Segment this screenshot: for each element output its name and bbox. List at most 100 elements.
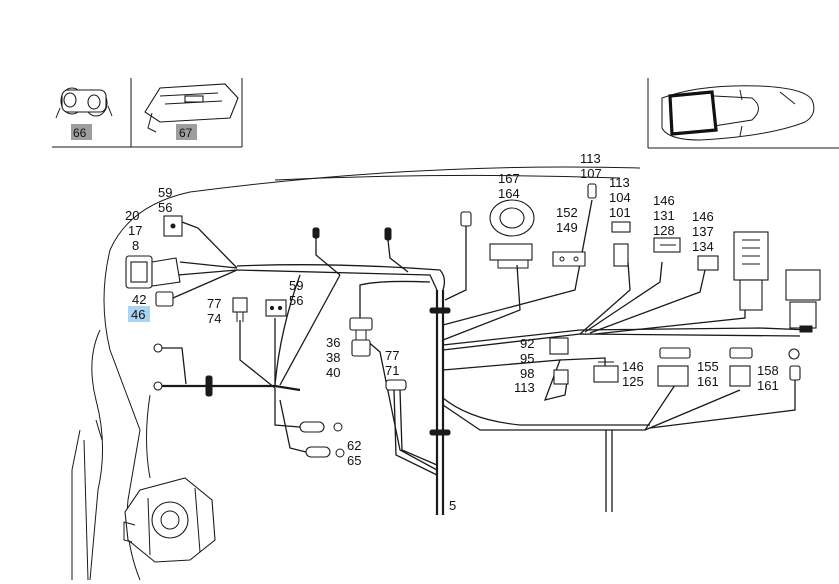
inset-panel-left: 66 67 <box>52 78 243 148</box>
callout-77-71: 77 71 <box>385 348 399 378</box>
svg-text:40: 40 <box>326 365 340 380</box>
svg-text:65: 65 <box>347 453 361 468</box>
svg-text:56: 56 <box>158 200 172 215</box>
svg-text:161: 161 <box>757 378 779 393</box>
svg-text:77: 77 <box>385 348 399 363</box>
part-67-label: 67 <box>179 126 193 140</box>
svg-text:62: 62 <box>347 438 361 453</box>
relay-module-far-right <box>785 269 821 333</box>
sensor-62-65 <box>299 421 345 458</box>
callout-92-95-98-113: 92 95 98 113 <box>514 336 535 395</box>
control-module-right <box>733 231 769 311</box>
connector-146-125 <box>593 361 619 383</box>
svg-text:101: 101 <box>609 205 631 220</box>
part-67-badge <box>176 124 197 140</box>
svg-text:17: 17 <box>128 223 142 238</box>
svg-text:38: 38 <box>326 350 340 365</box>
connector-77-74 <box>232 297 248 322</box>
svg-text:161: 161 <box>697 374 719 389</box>
part-66-badge <box>71 124 92 140</box>
svg-text:125: 125 <box>622 374 644 389</box>
svg-text:113: 113 <box>580 151 601 166</box>
callout-146-131-128: 146 131 128 <box>653 193 675 238</box>
ground-point-alternator-1 <box>153 343 163 353</box>
connector-top-grommet-2 <box>384 227 392 241</box>
connector-77-71 <box>385 379 407 391</box>
inset-panel-right <box>647 78 839 149</box>
fuse-113-107 <box>587 183 597 199</box>
svg-text:149: 149 <box>556 220 578 235</box>
part-67-icon <box>144 83 239 133</box>
svg-text:59: 59 <box>289 278 303 293</box>
svg-text:113: 113 <box>609 175 630 190</box>
callout-113-107: 113 107 <box>580 151 602 181</box>
svg-text:104: 104 <box>609 190 631 205</box>
connector-42-46 <box>155 291 174 307</box>
ground-point-alternator-2 <box>153 381 163 391</box>
svg-text:152: 152 <box>556 205 578 220</box>
callout-46-highlighted: 46 <box>128 306 150 322</box>
svg-text:158: 158 <box>757 363 779 378</box>
callout-155-161: 155 161 <box>697 359 719 389</box>
connector-36-38-40 <box>349 317 373 357</box>
part-66-icon <box>55 87 113 119</box>
main-harness <box>158 199 811 515</box>
callout-77-74: 77 74 <box>207 296 221 326</box>
connector-20-17-8 <box>125 255 181 289</box>
svg-text:5: 5 <box>449 498 456 513</box>
svg-text:128: 128 <box>653 223 675 238</box>
svg-text:36: 36 <box>326 335 340 350</box>
svg-text:134: 134 <box>692 239 714 254</box>
connector-155-161-b <box>729 347 753 387</box>
callout-158-161: 158 161 <box>757 363 779 393</box>
sensor-158-161 <box>788 348 801 381</box>
svg-text:164: 164 <box>498 186 520 201</box>
connector-top-grommet-3 <box>460 211 472 227</box>
svg-text:146: 146 <box>653 193 675 208</box>
svg-text:95: 95 <box>520 351 534 366</box>
svg-text:107: 107 <box>580 166 602 181</box>
part-66-label: 66 <box>73 126 87 140</box>
dashboard-outline <box>71 166 641 581</box>
connector-113-104-101 <box>611 221 631 267</box>
callout-42: 42 <box>132 292 146 307</box>
svg-text:113: 113 <box>514 380 535 395</box>
callout-59-56-mid: 59 56 <box>289 278 303 308</box>
svg-text:20: 20 <box>125 208 139 223</box>
grommet-lower <box>429 429 451 436</box>
svg-text:167: 167 <box>498 171 520 186</box>
svg-text:92: 92 <box>520 336 534 351</box>
connector-146-131-128 <box>653 237 681 253</box>
connector-59-56-mid <box>265 299 287 317</box>
callout-5: 5 <box>449 498 456 513</box>
grommet-upper <box>429 307 451 314</box>
callout-146-137-134: 146 137 134 <box>692 209 714 254</box>
svg-text:155: 155 <box>697 359 719 374</box>
car-door-icon <box>661 85 815 141</box>
svg-text:77: 77 <box>207 296 221 311</box>
connector-92-95-98-113 <box>549 337 569 385</box>
connector-top-grommet-1 <box>312 227 320 239</box>
connector-146-137-134 <box>697 255 719 271</box>
ignition-switch-167-164 <box>489 199 535 269</box>
connector-155-161-a <box>657 347 691 387</box>
connector-59-56-top <box>163 215 183 237</box>
svg-text:146: 146 <box>692 209 714 224</box>
svg-text:74: 74 <box>207 311 221 326</box>
svg-text:46: 46 <box>131 307 145 322</box>
alternator-component <box>123 394 216 563</box>
grommet-left <box>205 375 213 397</box>
svg-text:131: 131 <box>653 208 675 223</box>
svg-text:42: 42 <box>132 292 146 307</box>
svg-text:56: 56 <box>289 293 303 308</box>
callout-36-38-40: 36 38 40 <box>326 335 340 380</box>
svg-text:98: 98 <box>520 366 534 381</box>
svg-text:59: 59 <box>158 185 172 200</box>
callout-113-104-101: 113 104 101 <box>609 175 631 220</box>
callout-146-125: 146 125 <box>622 359 644 389</box>
callout-20-17-8: 20 17 8 <box>125 208 142 253</box>
callout-59-56-top: 59 56 <box>158 185 172 215</box>
svg-text:8: 8 <box>132 238 139 253</box>
callout-62-65: 62 65 <box>347 438 361 468</box>
